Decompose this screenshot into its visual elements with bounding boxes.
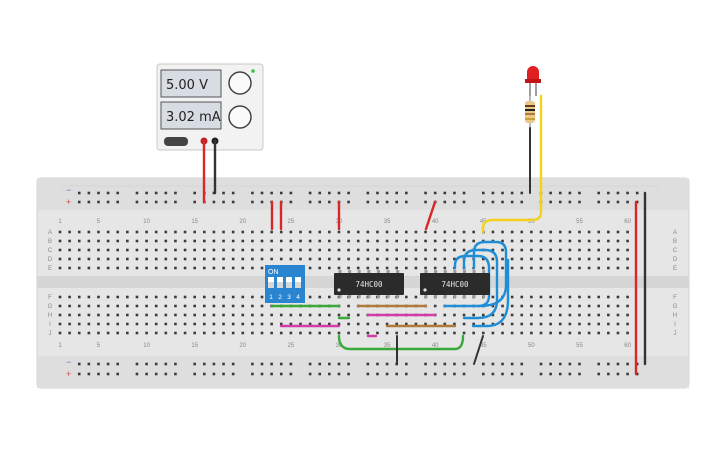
red-jumper-wire[interactable] (424, 200, 437, 231)
row-letter: A (48, 230, 52, 236)
column-number: 45 (480, 219, 487, 225)
row-letter: D (48, 257, 53, 263)
chip-pins (338, 270, 486, 298)
column-number: 55 (576, 343, 583, 349)
row-letter: J (674, 331, 677, 337)
column-number: 35 (384, 343, 391, 349)
row-letter: D (673, 257, 678, 263)
column-number: 35 (384, 219, 391, 225)
column-number: 60 (624, 343, 631, 349)
column-number: 1 (58, 219, 62, 225)
dip-switch-number: 1 (269, 294, 273, 301)
led-yellow-wire[interactable] (481, 94, 543, 234)
current-knob[interactable] (228, 105, 252, 129)
column-number: 25 (288, 219, 295, 225)
column-number: 50 (528, 343, 535, 349)
blue-jumper-wire[interactable] (443, 240, 508, 308)
column-number: 10 (143, 343, 150, 349)
row-letter: G (48, 304, 53, 310)
column-number: 40 (432, 343, 439, 349)
resistor[interactable] (525, 96, 535, 128)
blue-jumper-wire[interactable] (453, 254, 491, 308)
row-letter: H (48, 313, 52, 319)
chip-1-label: 74HC00 (355, 280, 383, 289)
rail-plus-bottom: + (66, 369, 71, 379)
row-letter: A (673, 230, 677, 236)
chip-1[interactable]: 74HC00 (334, 273, 404, 295)
row-letter: E (673, 266, 677, 272)
column-number: 10 (143, 219, 150, 225)
column-number: 60 (624, 219, 631, 225)
row-letter: B (48, 239, 52, 245)
row-letter: I (49, 322, 51, 328)
row-letter: C (48, 248, 53, 254)
row-letter: C (673, 248, 678, 254)
column-number: 50 (528, 219, 535, 225)
status-led-icon (251, 69, 255, 73)
column-number: 20 (239, 219, 246, 225)
dip-on-label: ON (268, 269, 279, 276)
wires[interactable] (202, 94, 647, 376)
column-number: 45 (480, 343, 487, 349)
led[interactable] (525, 66, 541, 96)
voltage-knob[interactable] (228, 71, 252, 95)
chip-2[interactable]: 74HC00 (420, 273, 490, 295)
dip-switch-number: 4 (296, 294, 300, 301)
current-display: 3.02 mA (166, 110, 221, 125)
row-letter: J (49, 331, 52, 337)
dip-switch-number: 2 (278, 294, 282, 301)
column-number: 5 (97, 219, 101, 225)
column-number: 25 (288, 343, 295, 349)
power-switch[interactable] (164, 137, 188, 146)
blue-jumper-wire[interactable] (462, 248, 499, 320)
row-letter: F (673, 295, 677, 301)
row-letter: G (673, 304, 678, 310)
column-number: 30 (336, 343, 343, 349)
rail-plus-top: + (66, 197, 71, 207)
black-jumper-wire[interactable] (473, 335, 484, 365)
row-letter: F (48, 295, 52, 301)
row-letter: E (48, 266, 52, 272)
voltage-display: 5.00 V (166, 78, 208, 93)
rail-minus-bottom: − (66, 357, 71, 367)
column-number: 20 (239, 343, 246, 349)
rail-minus-top: − (66, 185, 71, 195)
power-supply[interactable]: 5.00 V 3.02 mA (156, 63, 264, 151)
column-number: 55 (576, 219, 583, 225)
column-number: 15 (191, 219, 198, 225)
dip-switch-number: 3 (287, 294, 291, 301)
row-letter: I (674, 322, 676, 328)
column-number: 5 (97, 343, 101, 349)
column-number: 1 (58, 343, 62, 349)
chip-2-label: 74HC00 (441, 280, 469, 289)
row-letter: H (673, 313, 677, 319)
column-number: 40 (432, 219, 439, 225)
green-jumper-wire[interactable] (337, 334, 465, 351)
blue-jumper-wire[interactable] (471, 258, 510, 328)
column-number: 15 (191, 343, 198, 349)
row-letter: B (673, 239, 677, 245)
